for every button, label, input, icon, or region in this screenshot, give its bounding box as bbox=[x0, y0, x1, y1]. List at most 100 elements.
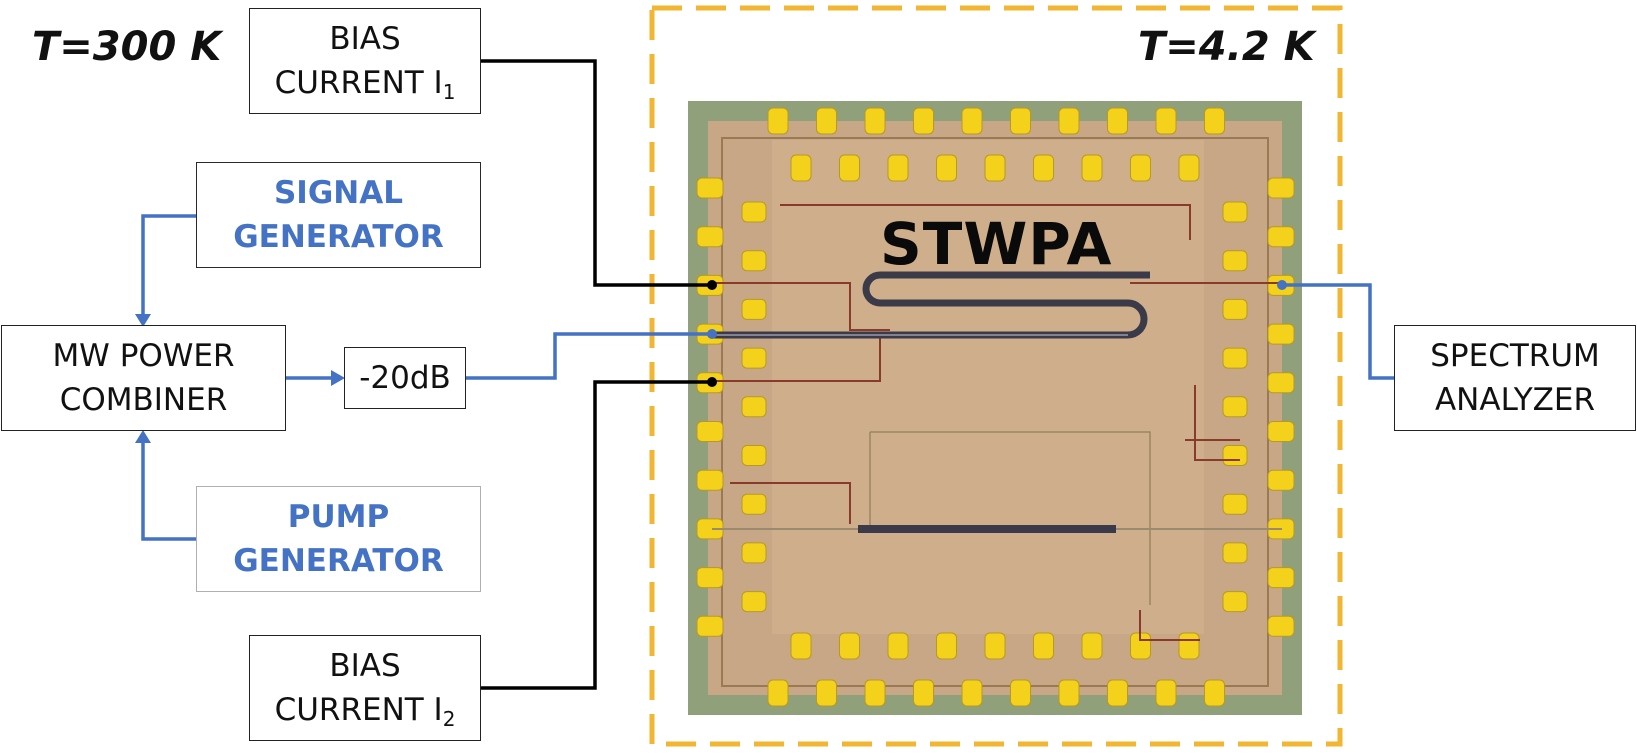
bond-pad bbox=[1222, 250, 1248, 272]
bond-pad bbox=[1010, 679, 1031, 707]
bond-pad bbox=[1010, 107, 1031, 135]
bond-pad bbox=[1267, 226, 1295, 248]
bias-current-2-line2: CURRENT I bbox=[274, 692, 443, 728]
bond-pad bbox=[1267, 177, 1295, 199]
bond-pad bbox=[1033, 154, 1054, 182]
chip-traces bbox=[712, 204, 1282, 641]
bond-pad bbox=[741, 298, 767, 320]
bond-pad bbox=[696, 177, 724, 199]
mw-power-combiner-block: MW POWER COMBINER bbox=[1, 325, 286, 431]
bond-pad bbox=[741, 493, 767, 515]
bond-pad bbox=[1222, 445, 1248, 466]
stwpa-chip bbox=[688, 101, 1302, 715]
bond-pad bbox=[887, 154, 909, 182]
bias-current-1-subscript: 1 bbox=[442, 80, 456, 104]
dc-wiring bbox=[481, 59, 712, 690]
bias2-wire bbox=[481, 380, 712, 690]
chip-to-analyzer-wire bbox=[1282, 283, 1394, 380]
bond-pad bbox=[1178, 154, 1200, 182]
bond-pad bbox=[1267, 615, 1295, 637]
bond-pad bbox=[936, 632, 957, 660]
bond-pad bbox=[741, 542, 767, 564]
bond-pad bbox=[1155, 107, 1177, 135]
bond-pad bbox=[741, 591, 767, 613]
bond-pad bbox=[696, 421, 724, 442]
chip-title: STWPA bbox=[880, 210, 1113, 278]
pump-generator-line2: GENERATOR bbox=[233, 543, 444, 579]
bond-pad bbox=[864, 107, 886, 135]
bond-pad bbox=[1130, 154, 1151, 182]
bond-pad bbox=[696, 226, 724, 248]
stwpa-transmission-line bbox=[712, 271, 1150, 339]
bond-pad bbox=[961, 679, 983, 707]
bias-current-2-line1: BIAS bbox=[329, 648, 401, 684]
bond-pad bbox=[1222, 591, 1248, 613]
spectrum-analyzer-block: SPECTRUM ANALYZER bbox=[1394, 325, 1636, 431]
bias-current-2-subscript: 2 bbox=[442, 707, 456, 731]
bond-pad bbox=[1222, 493, 1248, 515]
bond-pad bbox=[961, 107, 983, 135]
rf-output-node bbox=[1277, 280, 1287, 290]
bond-pad bbox=[696, 567, 724, 589]
bond-pad bbox=[741, 396, 767, 418]
bond-pad bbox=[913, 679, 934, 707]
bias2-node bbox=[707, 377, 717, 387]
bond-pad bbox=[696, 615, 724, 637]
bond-pad bbox=[767, 107, 789, 135]
signal-generator-line1: SIGNAL bbox=[273, 175, 403, 211]
bond-pad bbox=[984, 154, 1006, 182]
bond-pad bbox=[1267, 567, 1295, 589]
bond-pad bbox=[1222, 347, 1248, 369]
bias-current-1-line1: BIAS bbox=[329, 21, 401, 57]
arrow-pump-to-combiner bbox=[135, 430, 151, 443]
bias-current-1-line2: CURRENT I bbox=[274, 65, 443, 101]
pump-generator-block: PUMP GENERATOR bbox=[196, 486, 481, 592]
bond-pad bbox=[1058, 679, 1080, 707]
bond-pad bbox=[1033, 632, 1054, 660]
bond-pad bbox=[936, 154, 957, 182]
bond-pad bbox=[864, 679, 886, 707]
chip-inner-border bbox=[721, 137, 1269, 687]
bond-pad bbox=[790, 154, 812, 182]
bond-pad bbox=[839, 154, 860, 182]
bond-pad bbox=[1267, 372, 1295, 394]
bond-pad bbox=[767, 679, 789, 707]
arrow-signal-to-combiner bbox=[135, 314, 151, 327]
bond-pad bbox=[984, 632, 1006, 660]
bias-current-2-block: BIAS CURRENT I2 bbox=[249, 635, 481, 741]
chip-inner-region bbox=[772, 140, 1204, 634]
bond-pad bbox=[1222, 201, 1248, 223]
bias1-wire bbox=[481, 59, 712, 287]
cryo-temperature-label: T=4.2 K bbox=[1138, 24, 1315, 70]
attenuator-block: -20dB bbox=[344, 347, 466, 409]
attenuator-to-chip-wire bbox=[466, 332, 712, 380]
arrow-to-attenuator bbox=[331, 370, 345, 386]
bond-pad bbox=[1204, 107, 1225, 135]
bond-pad bbox=[1267, 421, 1295, 442]
bond-pad bbox=[1178, 632, 1200, 660]
bond-pad bbox=[1222, 542, 1248, 564]
combiner-line1: MW POWER bbox=[52, 338, 235, 374]
bias1-node bbox=[707, 280, 717, 290]
bond-pad bbox=[887, 632, 909, 660]
bond-pad bbox=[816, 679, 837, 707]
bond-pad bbox=[1081, 632, 1103, 660]
bond-pad bbox=[1107, 679, 1128, 707]
bond-pad bbox=[839, 632, 860, 660]
room-temperature-label: T=300 K bbox=[32, 24, 222, 70]
bond-pad bbox=[1222, 396, 1248, 418]
bond-pad bbox=[741, 347, 767, 369]
bias-current-1-block: BIAS CURRENT I1 bbox=[249, 8, 481, 114]
bond-pad bbox=[913, 107, 934, 135]
signal-generator-block: SIGNAL GENERATOR bbox=[196, 162, 481, 268]
chip-ground-lines bbox=[869, 431, 1151, 605]
combiner-line2: COMBINER bbox=[59, 382, 228, 418]
bond-pad bbox=[790, 632, 812, 660]
spectrum-analyzer-line1: SPECTRUM bbox=[1430, 338, 1600, 374]
bond-pad bbox=[1267, 323, 1295, 345]
signal-wire bbox=[141, 214, 196, 316]
bond-pad bbox=[1267, 469, 1295, 491]
bond-pad bbox=[741, 250, 767, 272]
bond-pad bbox=[741, 201, 767, 223]
